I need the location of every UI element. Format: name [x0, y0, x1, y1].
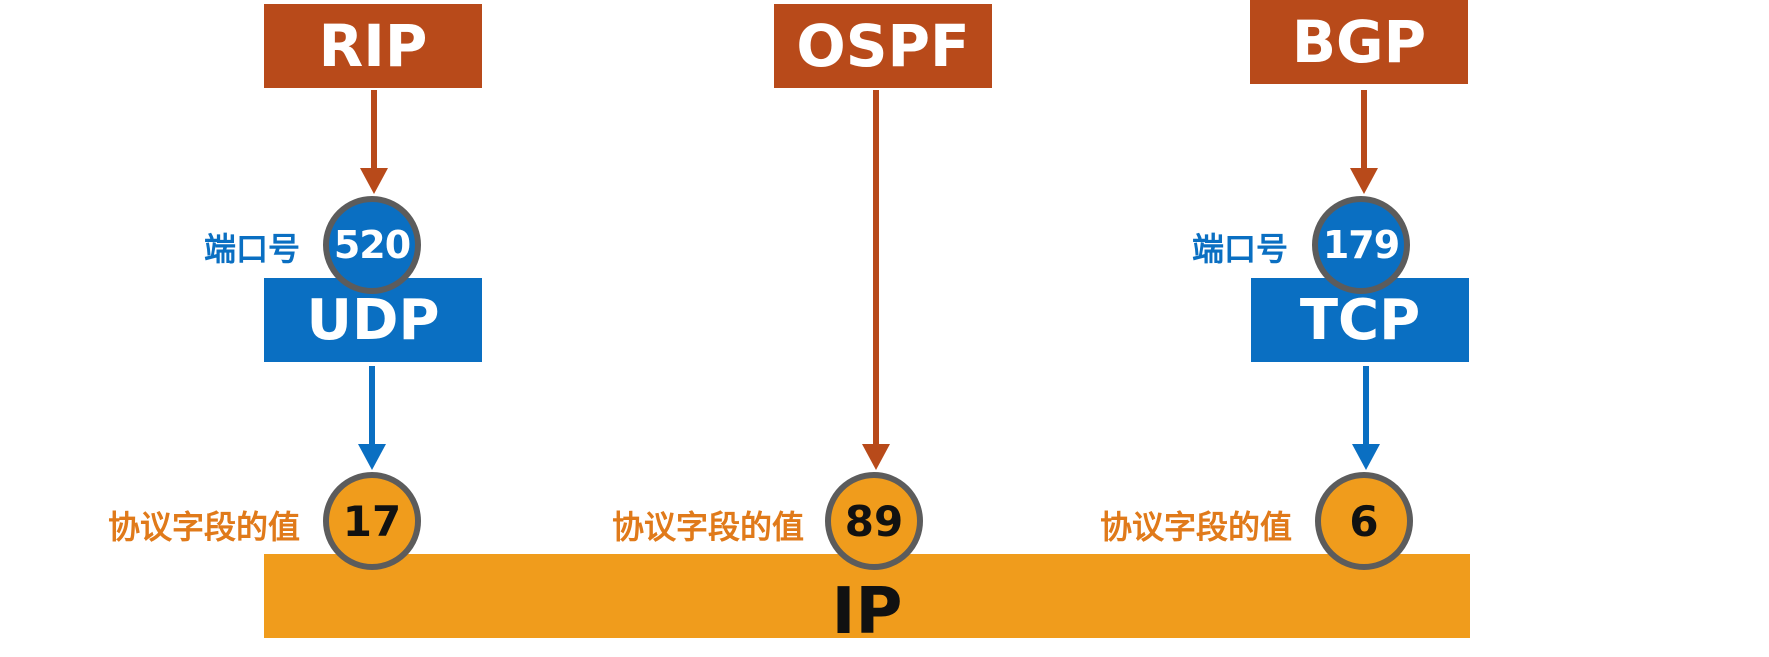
tcp-port-number: 179	[1322, 223, 1400, 267]
tcp-protocol-field-value: 6	[1349, 496, 1379, 546]
ip-label: IP	[831, 575, 903, 649]
arrowhead-tcp-to-ip-field	[1352, 444, 1380, 470]
udp-box: UDP	[264, 278, 482, 362]
tcp-port-label: 端口号	[1192, 230, 1289, 268]
tcp-port-circle: 179	[1312, 196, 1410, 294]
udp-protocol-field-value: 17	[342, 496, 402, 546]
tcp-protocol-field-label: 协议字段的值	[1100, 508, 1293, 546]
udp-port-number: 520	[333, 223, 411, 267]
udp-label: UDP	[306, 287, 440, 353]
ospf-protocol-field-value: 89	[844, 496, 904, 546]
udp-port-circle: 520	[323, 196, 421, 294]
ospf-protocol-field-label: 协议字段的值	[612, 508, 805, 546]
arrowhead-rip-to-udp-port	[360, 168, 388, 194]
rip-label: RIP	[318, 12, 428, 80]
arrowhead-bgp-to-tcp-port	[1350, 168, 1378, 194]
ospf-box: OSPF	[774, 4, 992, 88]
arrowhead-ospf-to-ip-field	[862, 444, 890, 470]
udp-protocol-field-circle: 17	[323, 472, 421, 570]
udp-protocol-field-label: 协议字段的值	[108, 508, 301, 546]
tcp-box: TCP	[1251, 278, 1469, 362]
ospf-label: OSPF	[796, 12, 970, 80]
ospf-protocol-field-circle: 89	[825, 472, 923, 570]
rip-box: RIP	[264, 4, 482, 88]
udp-port-label: 端口号	[204, 230, 301, 268]
bgp-box: BGP	[1250, 0, 1468, 84]
tcp-label: TCP	[1299, 287, 1421, 353]
arrowhead-udp-to-ip-field	[358, 444, 386, 470]
bgp-label: BGP	[1291, 8, 1427, 76]
tcp-protocol-field-circle: 6	[1315, 472, 1413, 570]
